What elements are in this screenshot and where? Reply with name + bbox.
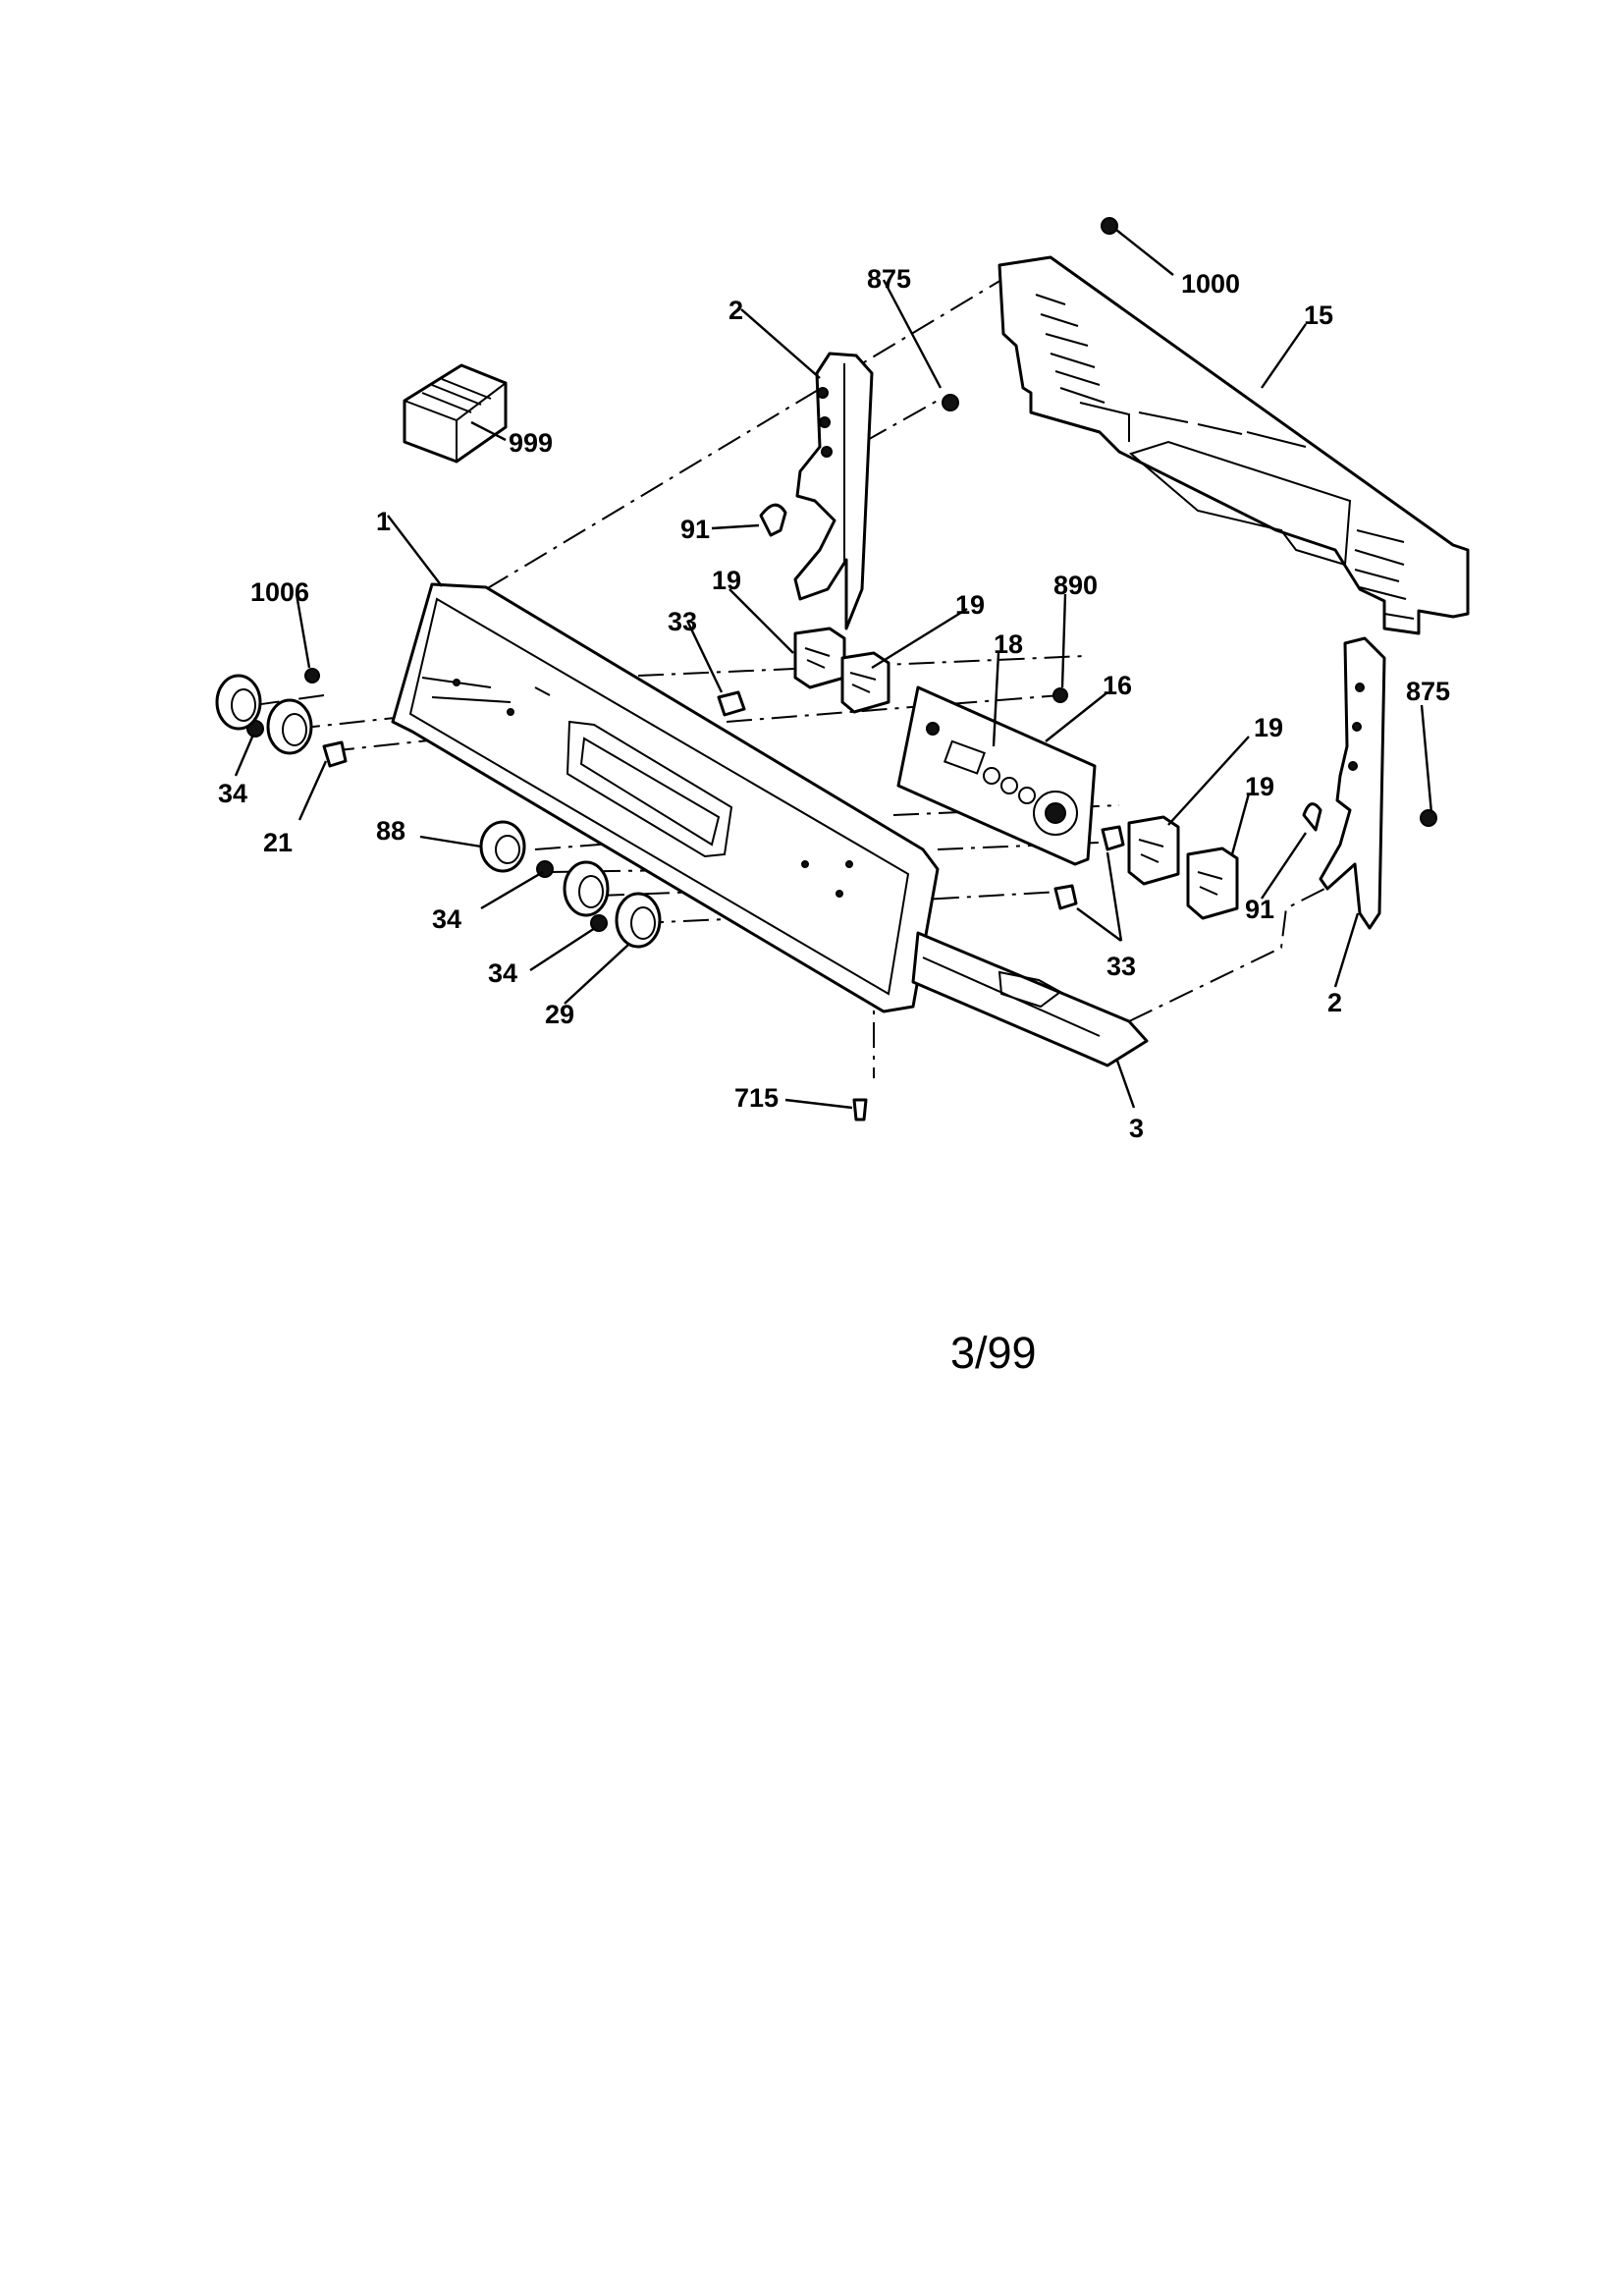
- label-16: 16: [1103, 671, 1132, 700]
- label-875-top: 875: [867, 264, 911, 294]
- label-19-b: 19: [955, 590, 985, 620]
- side-bracket-right: [1319, 636, 1386, 930]
- label-19-c: 19: [1254, 713, 1283, 742]
- label-33-top: 33: [668, 607, 697, 636]
- leader-lines: [234, 229, 1433, 1110]
- label-890: 890: [1053, 571, 1098, 600]
- fasteners: [246, 217, 1437, 1121]
- label-34-mid: 34: [432, 904, 461, 934]
- label-34-left: 34: [218, 779, 247, 808]
- label-34-low: 34: [488, 958, 517, 988]
- label-1000: 1000: [1181, 269, 1240, 299]
- label-19-d: 19: [1245, 772, 1274, 801]
- knob-left-b: [266, 698, 313, 755]
- label-19-a: 19: [712, 566, 741, 595]
- knob-mid-34: [563, 860, 610, 917]
- label-715: 715: [734, 1083, 779, 1113]
- knob-left-a: [215, 674, 262, 731]
- label-1: 1: [376, 507, 391, 536]
- switch-19-c: [1127, 815, 1180, 886]
- knob-29: [615, 892, 662, 949]
- label-33-right: 33: [1106, 952, 1136, 981]
- bottom-trim: [911, 931, 1149, 1067]
- side-bracket-top: [793, 352, 874, 630]
- rear-panel: [998, 255, 1470, 635]
- knob-21-small: [322, 740, 348, 768]
- label-2-right: 2: [1327, 988, 1342, 1017]
- label-3: 3: [1129, 1114, 1144, 1143]
- label-999: 999: [509, 428, 553, 458]
- knob-88: [479, 820, 526, 873]
- label-1006: 1006: [250, 577, 309, 607]
- label-875-right: 875: [1406, 677, 1450, 706]
- label-88: 88: [376, 816, 405, 846]
- label-21: 21: [263, 828, 293, 857]
- label-2-top: 2: [728, 296, 743, 325]
- switch-19-a: [793, 627, 846, 689]
- clip-33-right-b: [1101, 825, 1125, 851]
- switch-19-b: [840, 651, 890, 714]
- label-15: 15: [1304, 301, 1333, 330]
- control-panel: [391, 582, 940, 1013]
- clip-33-top: [717, 690, 746, 717]
- label-29: 29: [545, 1000, 574, 1029]
- parts-box: [403, 363, 508, 464]
- switch-19-d: [1186, 847, 1239, 920]
- callout-labels: 1000 15 875 2 999 91 1 1006 19 19 33 890…: [218, 264, 1450, 1143]
- control-board: [896, 685, 1097, 866]
- label-18: 18: [994, 629, 1023, 659]
- clip-33-right-a: [1053, 884, 1078, 910]
- label-91-right: 91: [1245, 895, 1274, 924]
- label-91-top: 91: [680, 515, 710, 544]
- revision-date: 3/99: [950, 1328, 1037, 1378]
